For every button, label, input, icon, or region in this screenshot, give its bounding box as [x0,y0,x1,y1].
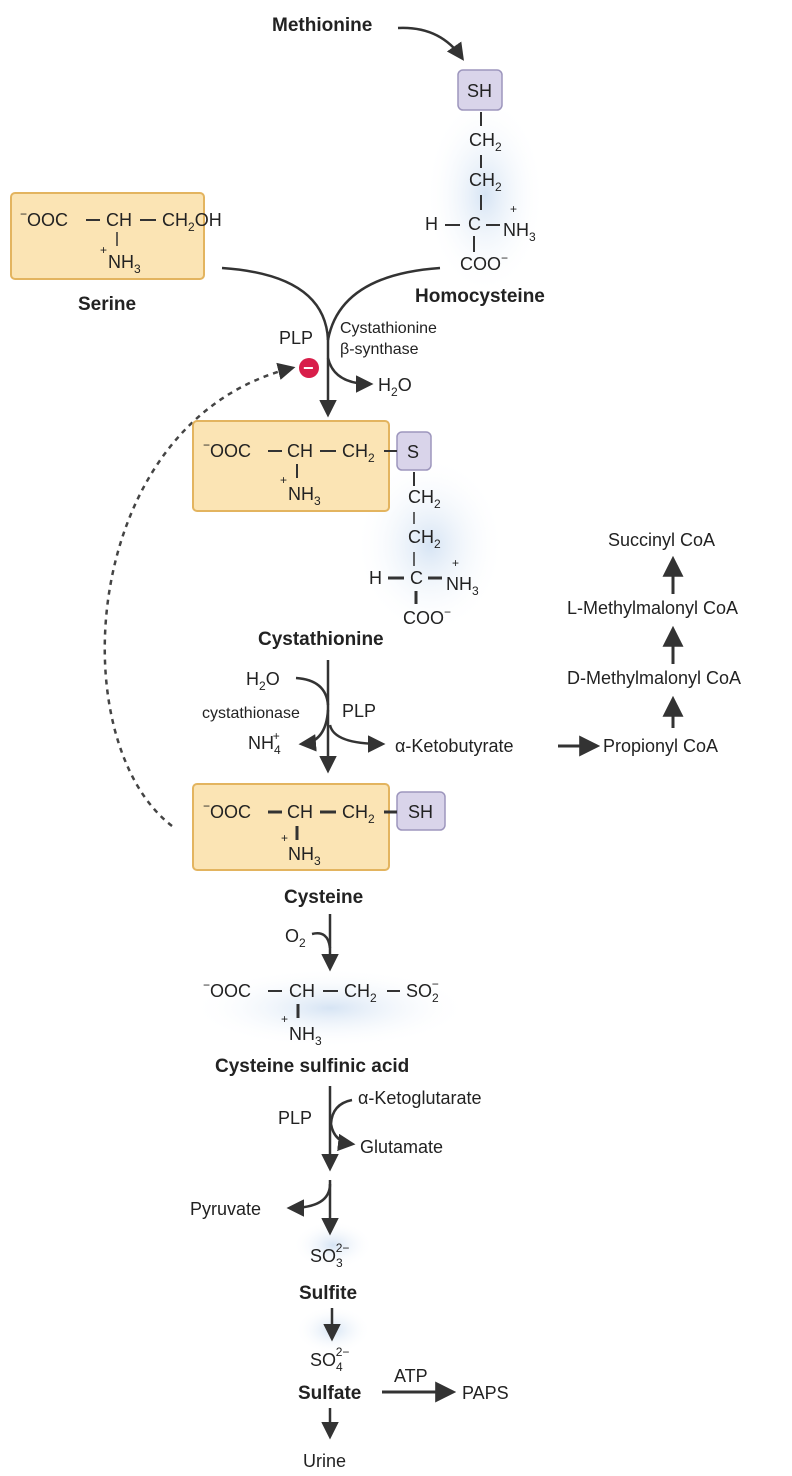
homocysteine-c: C [468,214,481,234]
pyruvate-out-arrow [286,1183,332,1217]
sulfinic-so2: SO2− [406,977,439,1005]
o2-in-curve [311,932,332,949]
propionyl-coa-label: Propionyl CoA [603,736,718,756]
cystathionine-c: C [410,568,423,588]
homocysteine-hc-nh3: H [425,214,438,234]
cystathionine-ch: CH [287,441,313,461]
sulfinic-halo [190,968,470,1048]
pyruvate-label: Pyruvate [190,1199,261,1219]
h2o-label: H2O [378,375,412,399]
h2o-branch-arrow [326,357,374,393]
glutamate-label: Glutamate [360,1137,443,1157]
cystathionine-coo-b: COO− [403,605,451,628]
cystathionine-label: Cystathionine [258,629,384,650]
homocysteine-halo [425,95,545,295]
cysteine-box [192,783,390,871]
cystathionine-halo [355,455,505,635]
alpha-ketobutyrate-label: α-Ketobutyrate [395,736,513,756]
cystathionine-coo: −OOC [203,438,251,461]
nh4-out-arrow [298,709,330,752]
homocysteine-coo: COO− [460,251,508,274]
homocysteine-sh: SH [467,81,492,101]
serine-plus: + [100,243,107,257]
homocysteine-plus: + [510,202,517,216]
l-methylmalonyl-coa-label: L-Methylmalonyl CoA [567,598,738,618]
methionine-label: Methionine [272,15,372,36]
nh4-label: NH4+ [248,729,281,757]
h2o-in-curve [295,676,330,706]
cbs-enzyme-line1: Cystathionine [340,320,437,337]
serine-box [10,192,205,280]
sulfinic-plus: + [281,1012,288,1026]
plp-cystathionase-label: PLP [342,701,376,721]
glutamate-out-arrow [329,1123,356,1152]
cystathionase-label: cystathionase [202,705,300,722]
ketobutyrate-out-arrow [328,724,386,753]
serine-formula: −OOC [20,207,68,230]
d-methylmalonyl-coa-label: D-Methylmalonyl CoA [567,668,741,688]
serine-ch: CH [106,210,132,230]
serine-label: Serine [78,294,136,315]
sulfinic-ch: CH [289,981,315,1001]
cysteine-sulfinic-acid-label: Cysteine sulfinic acid [215,1056,409,1077]
cysteine-ch: CH [287,802,313,822]
sulfite-label: Sulfite [299,1283,357,1304]
sulfite-halo [293,1221,373,1269]
o2-label: O2 [285,926,306,950]
homocysteine-merge-curve [326,266,441,341]
inhibition-symbol: − [303,358,314,378]
cystathionine-h: H [369,568,382,588]
cysteine-plus: + [281,831,288,845]
paps-label: PAPS [462,1383,509,1403]
cbs-enzyme-line2: β-synthase [340,341,419,358]
cysteine-coo: −OOC [203,799,251,822]
alpha-ketoglutarate-label: α-Ketoglutarate [358,1088,481,1108]
plp-transamination-label: PLP [278,1108,312,1128]
succinyl-coa-label: Succinyl CoA [608,530,715,550]
cystathionine-s: S [407,442,419,462]
ketoglutarate-in-curve [329,1098,353,1125]
cysteine-sh: SH [408,802,433,822]
sulfate-formula: SO42− [310,1345,349,1374]
serine-merge-curve [221,266,330,341]
urine-label: Urine [303,1451,346,1471]
sulfinic-coo: −OOC [203,978,251,1001]
methionine-arrow [397,26,464,61]
cystathionine-plus-b: + [452,556,459,570]
homocysteine-sh-box [457,69,503,111]
plp-cbs-label: PLP [279,328,313,348]
feedback-inhibition-arrow [103,362,296,827]
sulfate-label: Sulfate [298,1383,361,1404]
homocysteine-label: Homocysteine [415,286,545,307]
cystathionine-box [192,420,390,512]
inhibition-icon [299,358,319,378]
h2o-cystathionase: H2O [246,669,280,693]
atp-label: ATP [394,1366,428,1386]
cystathionine-plus: + [280,473,287,487]
cysteine-label: Cysteine [284,887,363,908]
